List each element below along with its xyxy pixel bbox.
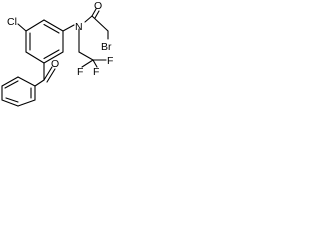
bromine-label: Br [101, 41, 112, 53]
molecule-structure: Cl N O O Br F F F [1, 0, 113, 107]
ring-b-inner-2 [5, 97, 19, 103]
carbonyl-co-double [94, 10, 100, 19]
cf3-to-f1-bond [81, 59, 94, 68]
carbonyl-to-ch2-bond [91, 15, 109, 32]
chlorophenyl-ring [25, 19, 64, 64]
ring-a-bond-1 [43, 19, 64, 32]
fluorine-label-2: F [93, 66, 99, 78]
chlorine-label: Cl [7, 16, 17, 28]
structure-canvas: Cl N O O Br F F F [0, 0, 132, 107]
ketone-co-bond [43, 66, 53, 81]
phenyl-ring [1, 76, 36, 107]
ring-a-bond-4 [25, 51, 45, 64]
ring-b-bond-4 [1, 99, 19, 107]
ring-b-bond-2 [1, 76, 19, 87]
ring-b-bond-5 [17, 99, 36, 107]
ketone-to-phenyl-bond [34, 79, 45, 87]
ring-a-bond-6 [25, 19, 45, 32]
carbonyl-co-bond [91, 8, 97, 17]
ring-b-bond-1 [17, 76, 36, 87]
cl-bond [17, 23, 27, 32]
ketone-co-double [46, 68, 56, 83]
cf3-to-f2-bond [92, 59, 98, 68]
ring-to-n-bond [62, 24, 75, 32]
n-to-carbonyl-bond [84, 15, 93, 23]
ch2-to-cf3-bond [78, 51, 94, 61]
fluorine-label-3: F [107, 55, 113, 67]
carbonyl-oxygen-label: O [94, 0, 102, 12]
ring-b-inner-1 [4, 80, 19, 89]
ring-a-bond-3 [43, 51, 64, 64]
ketone-oxygen-label: O [51, 58, 59, 70]
fluorine-label-1: F [77, 66, 83, 78]
ring-a-inner-2 [43, 49, 60, 60]
ring-a-inner-1 [43, 23, 60, 34]
nitrogen-label: N [75, 21, 83, 33]
